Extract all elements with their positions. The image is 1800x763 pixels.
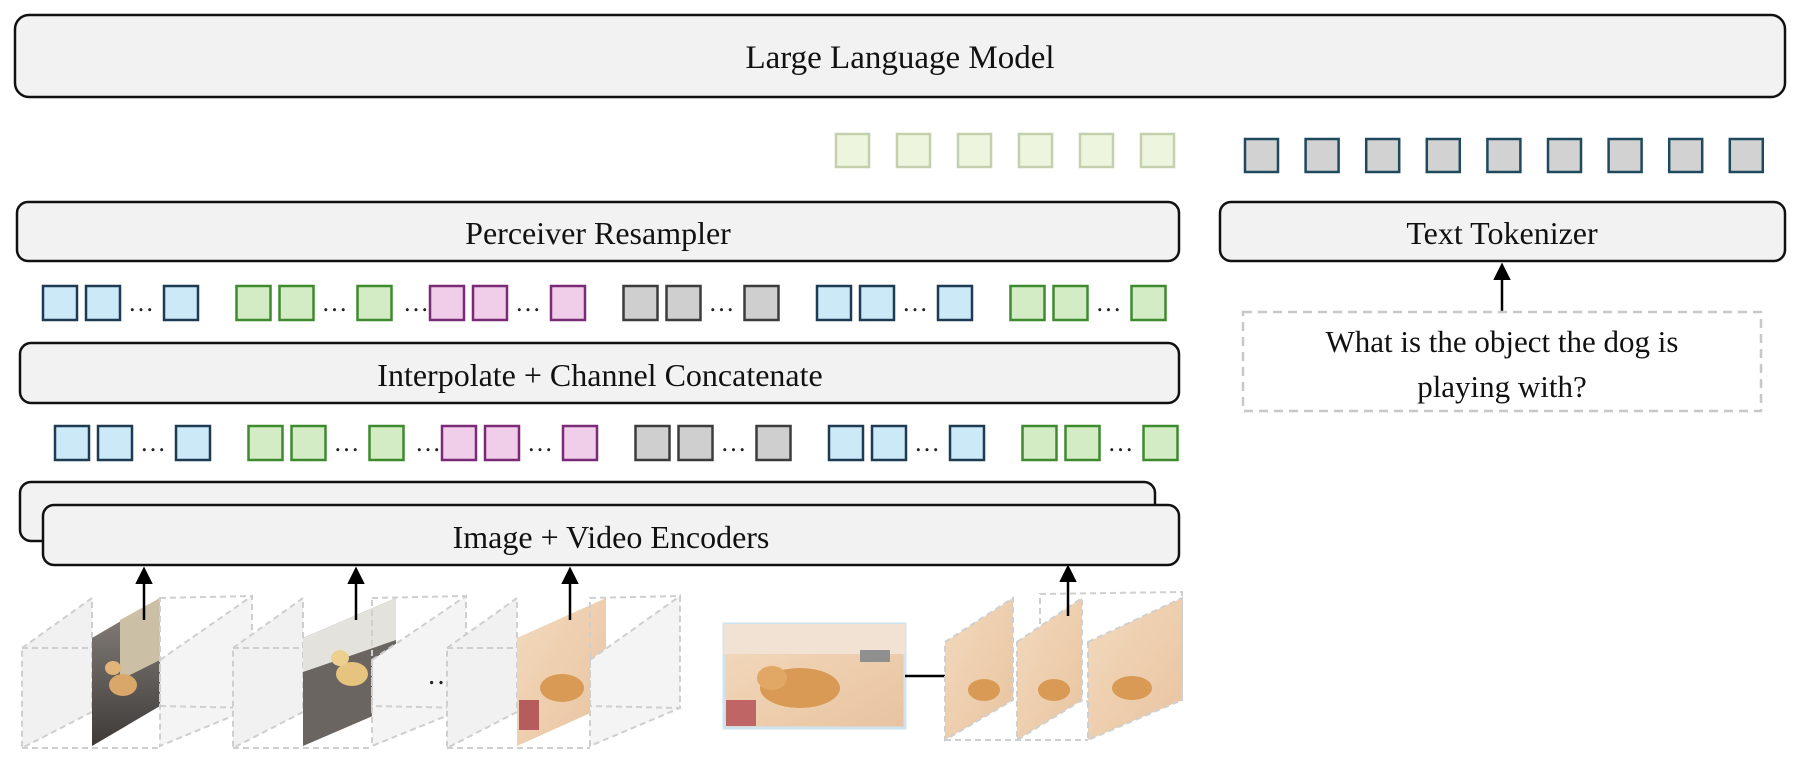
repeated-frames — [944, 564, 1183, 742]
feature-token — [290, 424, 327, 462]
feature-token — [1052, 284, 1089, 322]
text-token — [1364, 137, 1401, 174]
interpolate-block: Interpolate + Channel Concatenate — [18, 341, 1181, 405]
visual-token — [895, 132, 932, 169]
feature-token — [235, 284, 272, 322]
feature-ellipsis: … — [415, 428, 441, 457]
feature-token — [278, 284, 315, 322]
llm-label: Large Language Model — [745, 40, 1054, 76]
visual-token — [1017, 132, 1054, 169]
frame-stack-2 — [232, 566, 467, 750]
feature-token — [440, 424, 478, 462]
feature-ellipsis: … — [1096, 288, 1122, 317]
visual-token — [956, 132, 993, 169]
feature-ellipsis: … — [515, 288, 541, 317]
visual-token — [1139, 132, 1176, 169]
feature-ellipsis: … — [721, 428, 747, 457]
question-text-line1: What is the object the dog is — [1326, 324, 1679, 359]
interpolate-label: Interpolate + Channel Concatenate — [377, 357, 822, 393]
feature-token — [174, 424, 212, 462]
feature-ellipsis: … — [914, 428, 940, 457]
dog-photo-3 — [517, 598, 606, 746]
feature-token — [622, 284, 659, 322]
single-image — [722, 622, 907, 730]
feature-token — [162, 284, 200, 322]
feature-token — [549, 284, 587, 322]
feature-token — [936, 284, 974, 322]
perceiver-resampler-label: Perceiver Resampler — [465, 215, 731, 251]
resampled-feature-row: … … … … … … … — [41, 284, 1167, 322]
feature-ellipsis: … — [527, 428, 553, 457]
text-token — [1667, 137, 1704, 174]
llm-block: Large Language Model — [13, 13, 1787, 99]
feature-ellipsis: … — [709, 288, 735, 317]
feature-token — [665, 284, 702, 322]
feature-token — [1009, 284, 1046, 322]
encoders-block: Image + Video Encoders — [18, 480, 1181, 567]
feature-token — [84, 284, 122, 322]
feature-ellipsis: … — [322, 288, 348, 317]
feature-token — [815, 284, 853, 322]
question-box: What is the object the dog is playing wi… — [1241, 310, 1763, 413]
encoded-feature-row: … … … … … … … — [53, 424, 1179, 462]
feature-token — [53, 424, 91, 462]
feature-token — [1130, 284, 1167, 322]
text-token-row — [1243, 137, 1765, 174]
feature-token — [471, 284, 509, 322]
feature-ellipsis: … — [334, 428, 360, 457]
text-token — [1425, 137, 1462, 174]
feature-token — [483, 424, 521, 462]
frame-stack-3 — [446, 566, 681, 750]
feature-token — [743, 284, 780, 322]
text-token — [1486, 137, 1522, 174]
visual-token — [1078, 132, 1115, 169]
encoders-label: Image + Video Encoders — [453, 519, 770, 555]
visual-token-row — [834, 132, 1176, 169]
feature-token — [356, 284, 393, 322]
feature-token — [948, 424, 986, 462]
feature-ellipsis: … — [403, 288, 429, 317]
feature-token — [858, 284, 896, 322]
text-token — [1728, 137, 1765, 174]
feature-token — [561, 424, 599, 462]
feature-token — [428, 284, 466, 322]
feature-token — [1021, 424, 1058, 462]
dog-photo-1 — [92, 598, 160, 746]
text-token — [1607, 137, 1643, 174]
question-text-line2: playing with? — [1417, 369, 1587, 404]
repeated-frame-3 — [1087, 596, 1183, 742]
feature-ellipsis: … — [902, 288, 928, 317]
perceiver-resampler-block: Perceiver Resampler — [15, 200, 1181, 263]
feature-token — [368, 424, 405, 462]
text-token — [1304, 137, 1340, 174]
feature-token — [1064, 424, 1101, 462]
frame-stack-1 — [21, 566, 253, 750]
feature-token — [755, 424, 792, 462]
repeated-frame-1 — [944, 596, 1014, 742]
feature-token — [870, 424, 908, 462]
feature-token — [41, 284, 79, 322]
input-frames: … — [21, 564, 1183, 750]
repeated-frame-2 — [1016, 596, 1083, 742]
feature-token — [677, 424, 714, 462]
text-tokenizer-block: Text Tokenizer — [1218, 200, 1787, 263]
feature-ellipsis: … — [1108, 428, 1134, 457]
feature-token — [247, 424, 284, 462]
feature-token — [634, 424, 671, 462]
text-token — [1546, 137, 1583, 174]
feature-token — [96, 424, 134, 462]
feature-ellipsis: … — [140, 428, 166, 457]
text-tokenizer-label: Text Tokenizer — [1406, 215, 1598, 251]
feature-token — [1142, 424, 1179, 462]
visual-token — [834, 132, 871, 169]
feature-token — [827, 424, 865, 462]
feature-ellipsis: … — [128, 288, 154, 317]
text-token — [1243, 137, 1280, 174]
